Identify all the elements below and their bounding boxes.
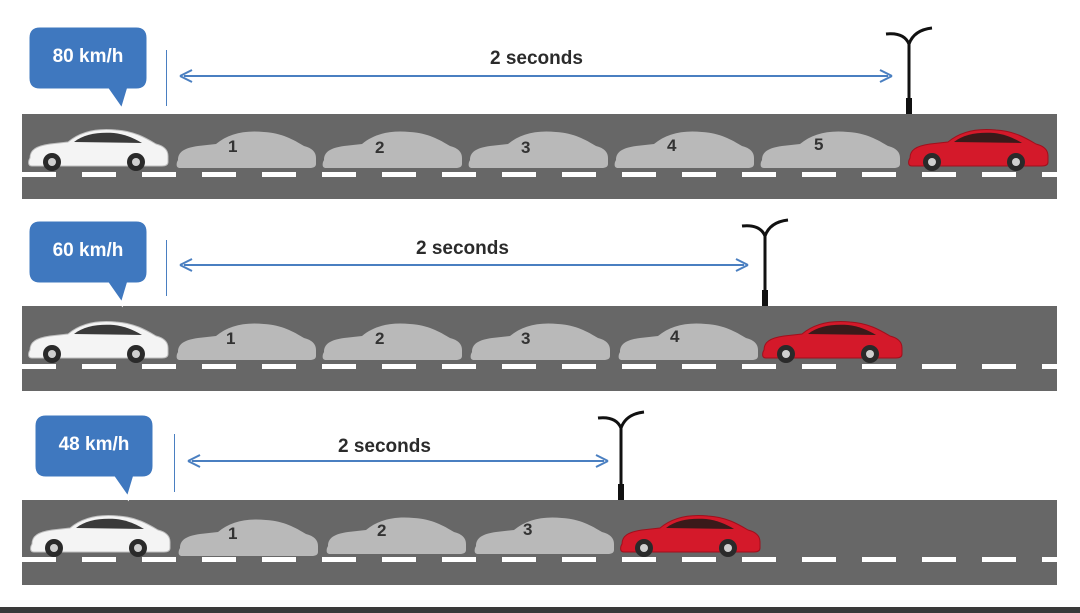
ghost-car-icon [470, 510, 615, 560]
speed-bubble: 80 km/h [26, 24, 150, 114]
ghost-car-icon [614, 316, 759, 366]
start-marker [166, 240, 167, 296]
ghost-car-number: 5 [814, 135, 824, 154]
gap-label: 2 seconds [338, 436, 431, 457]
speed-bubble: 60 km/h [26, 218, 150, 308]
red-car-icon [904, 122, 1049, 171]
ghost-car-number: 1 [228, 137, 238, 156]
distance-arrow [179, 69, 893, 83]
distance-arrow [187, 454, 609, 468]
street-lamp-icon [885, 26, 933, 114]
ghost-car-icon [464, 124, 609, 174]
street-lamp-icon [597, 410, 645, 500]
ghost-car-icon [610, 124, 755, 174]
ghost-car-number: 4 [667, 136, 677, 155]
speed-bubble: 48 km/h [32, 412, 156, 502]
ghost-car-number: 2 [375, 138, 385, 157]
speed-label: 60 km/h [52, 240, 124, 261]
gap-label: 2 seconds [416, 238, 509, 259]
start-marker [166, 50, 167, 106]
bottom-border [0, 607, 1080, 613]
ghost-car-icon [466, 316, 611, 366]
white-car-icon [26, 508, 171, 557]
ghost-car-number: 3 [521, 138, 531, 157]
speed-label: 80 km/h [52, 46, 124, 67]
lane-marking [22, 557, 1057, 562]
red-car-icon [758, 314, 903, 363]
ghost-car-icon [172, 316, 317, 366]
ghost-car-icon [756, 124, 901, 174]
ghost-car-number: 3 [523, 520, 533, 539]
start-marker [174, 434, 175, 492]
ghost-car-number: 1 [226, 329, 236, 348]
ghost-car-icon [174, 512, 319, 562]
distance-arrow [179, 258, 749, 272]
ghost-car-icon [318, 316, 463, 366]
ghost-car-number: 1 [228, 524, 238, 543]
ghost-car-icon [322, 510, 467, 560]
white-car-icon [24, 122, 169, 171]
lane-marking [22, 172, 1057, 177]
ghost-car-number: 3 [521, 329, 531, 348]
speed-label: 48 km/h [58, 434, 130, 455]
white-car-icon [24, 314, 169, 363]
ghost-car-number: 2 [377, 521, 387, 540]
gap-label: 2 seconds [490, 48, 583, 69]
ghost-car-number: 2 [375, 329, 385, 348]
ghost-car-icon [318, 124, 463, 174]
lane-marking [22, 364, 1057, 369]
street-lamp-icon [741, 218, 789, 306]
ghost-car-number: 4 [670, 327, 680, 346]
red-car-icon [616, 508, 761, 557]
ghost-car-icon [172, 124, 317, 174]
